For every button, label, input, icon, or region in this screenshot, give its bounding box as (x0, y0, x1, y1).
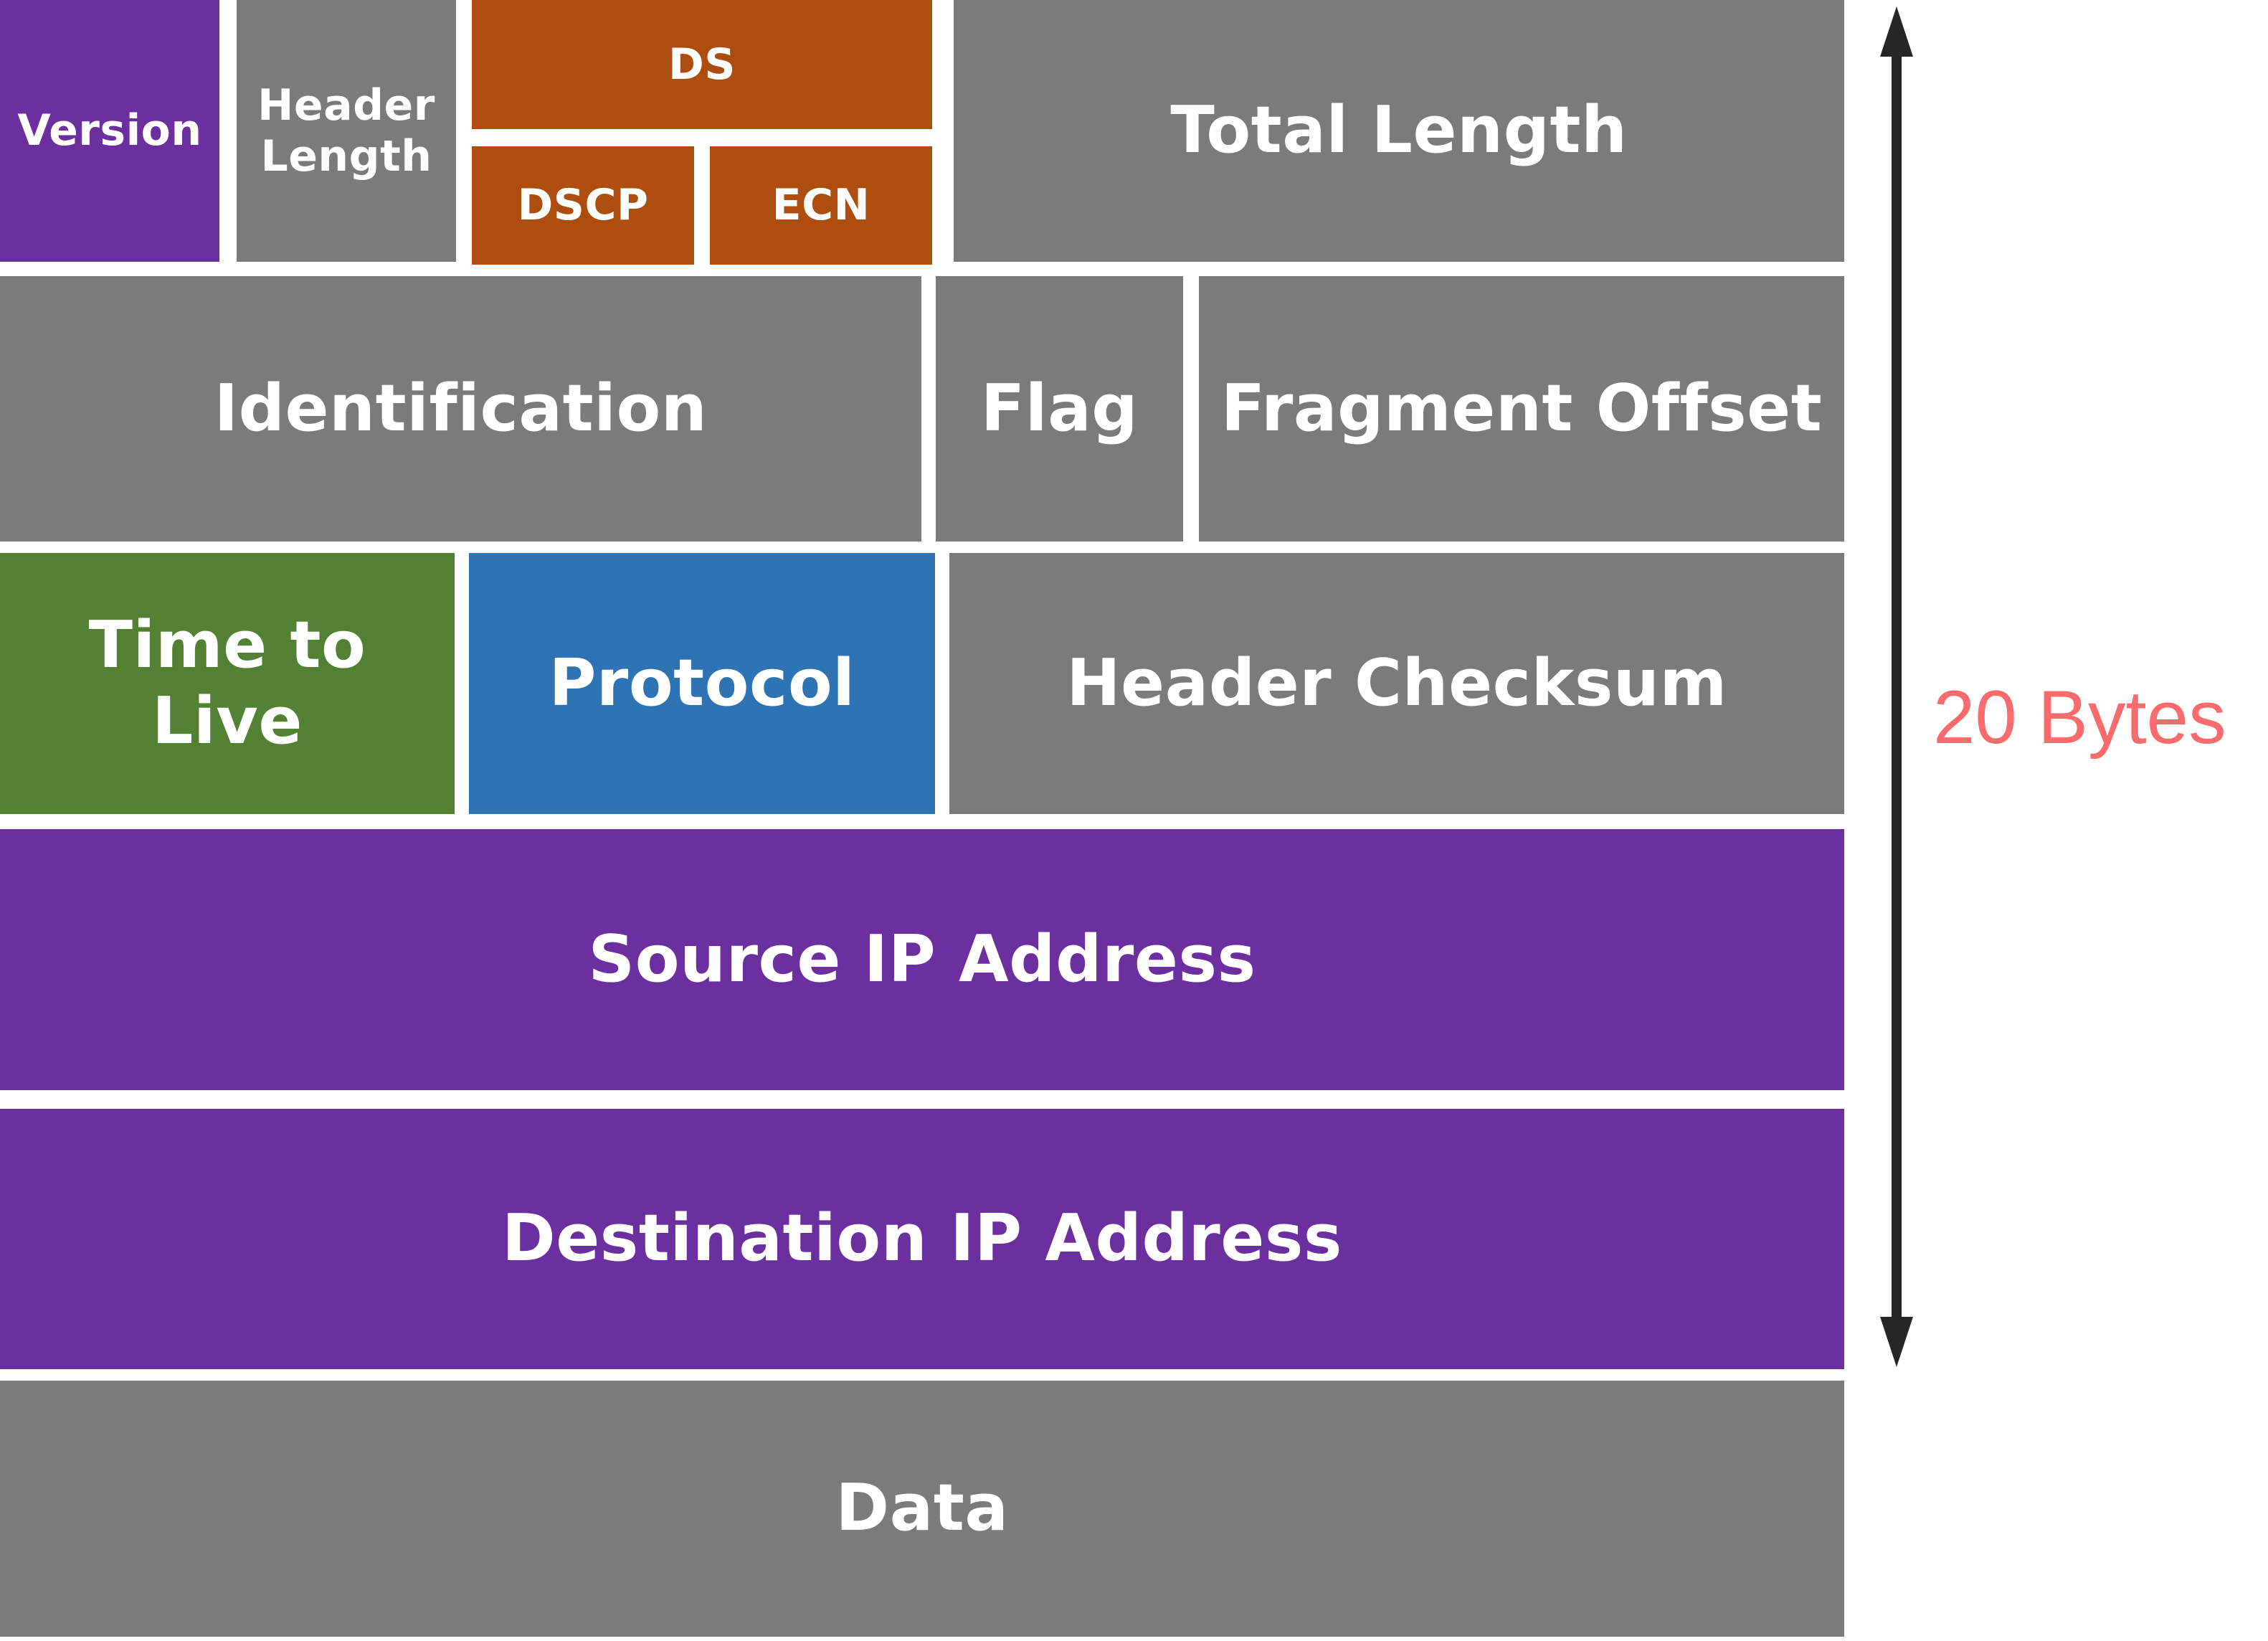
field-total-length: Total Length (954, 0, 1844, 262)
field-data: Data (0, 1381, 1844, 1637)
field-protocol: Protocol (469, 553, 935, 814)
arrow-up-icon (1880, 6, 1913, 57)
field-version: Version (0, 0, 219, 262)
field-identification: Identification (0, 276, 921, 542)
field-fragment-offset: Fragment Offset (1199, 276, 1844, 542)
field-header-length: Header Length (237, 0, 456, 262)
field-flag: Flag (936, 276, 1183, 542)
byte-size-label: 20 Bytes (1933, 676, 2226, 760)
arrow-shaft (1892, 50, 1902, 1317)
arrow-down-icon (1880, 1317, 1913, 1367)
field-dscp: DSCP (472, 146, 694, 265)
field-source-ip-address: Source IP Address (0, 829, 1844, 1090)
field-header-checksum: Header Checksum (949, 553, 1844, 814)
field-ecn: ECN (710, 146, 932, 265)
field-time-to-live: Time to Live (0, 553, 455, 814)
field-ds: DS (472, 0, 932, 129)
field-destination-ip-address: Destination IP Address (0, 1109, 1844, 1369)
